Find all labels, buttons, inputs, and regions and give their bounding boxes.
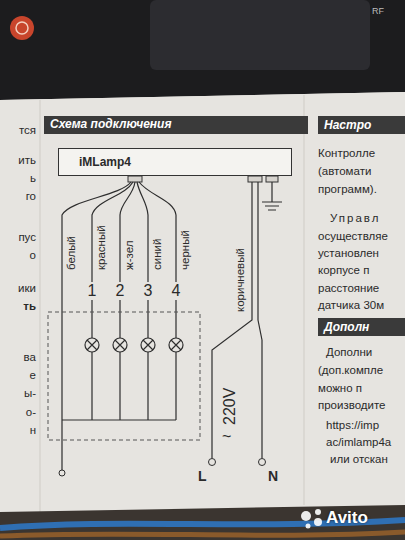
remote-device [150,0,370,70]
page-fragment: ть [23,300,36,313]
wire-color: синий [151,239,164,270]
lamp-symbol [85,338,99,352]
controller-name: iMLamp4 [79,155,271,169]
section-header: Дополн [318,318,405,336]
watermark-logo [301,509,322,529]
section-title: Дополн [324,320,399,334]
side-text: https://imp [326,419,379,432]
channel-number: 4 [170,282,183,300]
lamp-symbol [141,338,155,352]
lamp-symbol [169,338,183,352]
power-button [10,16,34,40]
wire-brown-l [212,182,252,458]
side-text: расстояние [318,282,379,295]
fixture-outline [48,312,200,440]
side-text: ac/imlamp4a [326,436,391,449]
voltage-label: 220V [221,388,239,425]
cable [0,532,405,536]
wire-color: ж-зел [123,241,136,270]
side-text: Контролле [318,147,375,160]
terminal [128,176,142,182]
side-text: установлен [318,247,379,260]
wire-blue [137,182,148,338]
page-fragment: ить [18,154,36,167]
side-text: корпусе п [318,264,369,277]
power-icon [16,22,28,34]
terminal-l [209,459,216,466]
page-fragment: ики [18,282,36,295]
controller-box: iMLamp4 [58,148,292,176]
page-fragment: о [30,249,36,262]
lamp-symbol [113,338,127,352]
page-fragment: ы- [24,387,36,400]
wire-color: белый [65,236,78,270]
page-fragment: о- [26,406,36,419]
side-text: (автомати [318,165,371,178]
side-text: или отскан [330,453,388,466]
terminal-label: L [198,468,207,484]
watermark: Avito [326,508,368,528]
paper-fold [40,100,41,512]
bottom-area [0,505,405,540]
side-text: можно п [318,382,362,395]
side-text: производите [318,399,386,412]
wire-white [62,182,131,470]
page-fragment: ва [24,351,36,364]
side-text: датчика 30м [318,299,384,312]
page-fragment: е [30,369,36,382]
terminal [266,176,278,182]
page-fragment: тся [19,124,36,137]
ac-symbol: ~ [222,428,231,446]
device-marking: RF [372,6,384,16]
paper [0,92,405,512]
page-fragment: н [30,424,36,437]
title-band: Схема подключения [44,116,308,134]
wire-color: черный [179,230,192,270]
terminal-n [259,459,266,466]
page-fragment: ь [30,172,36,185]
channel-number: 2 [114,282,127,300]
device-area [0,0,405,100]
paper-fold [304,95,305,505]
terminal [248,176,262,182]
channel-number: 3 [142,282,155,300]
wire-brown-n [258,182,262,458]
page-fragment: пус [18,231,36,244]
side-text: Дополни [326,346,372,359]
section-header: Настро [318,116,405,134]
side-text: программ). [318,183,377,196]
lamp-return [62,352,176,420]
wire-color: красный [95,225,108,270]
channel-number: 1 [86,282,99,300]
side-text: осуществляе [318,230,388,243]
section-title: Настро [324,118,399,132]
wire-color: коричневый [234,248,247,312]
page-fragment: го [26,190,36,203]
ground-symbol [262,182,282,210]
side-text: (доп.компле [318,364,383,377]
wire-black [139,182,176,338]
side-text: Управл [330,212,380,225]
wire-end [59,470,65,476]
terminal-label: N [268,468,278,484]
